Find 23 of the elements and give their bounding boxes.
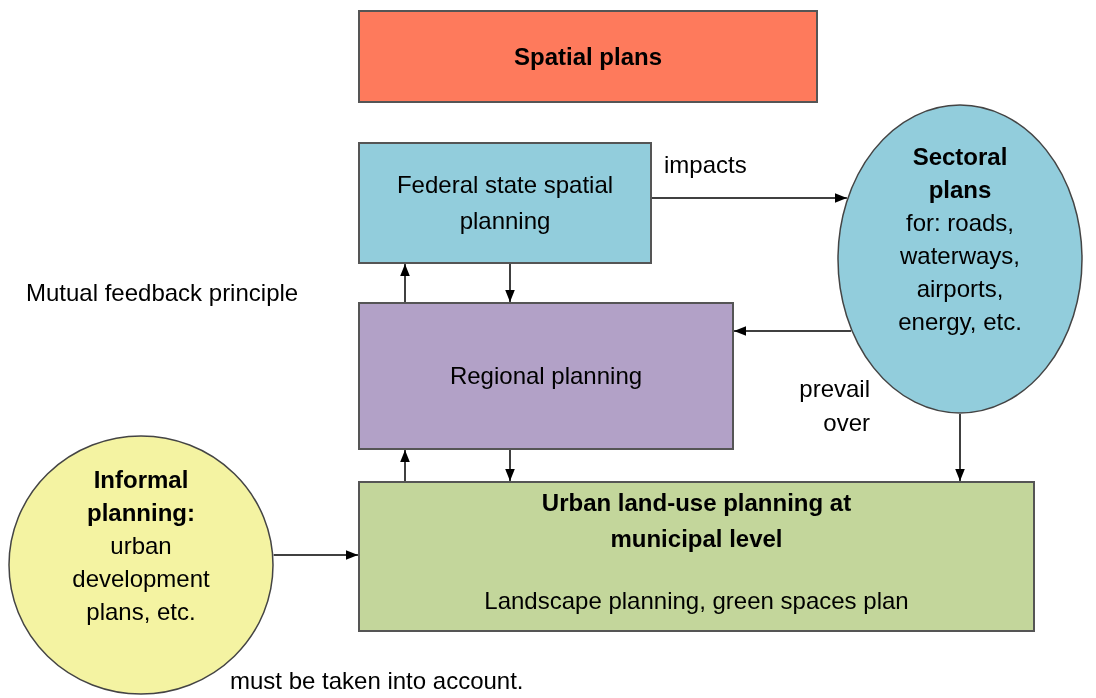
process-box: [358, 142, 652, 264]
note-text: prevail over: [798, 374, 870, 438]
arrow: [651, 193, 848, 203]
process-box: [358, 10, 818, 103]
node-text: urban development plans, etc.: [71, 530, 211, 627]
process-box: [358, 481, 1035, 632]
process-box: [358, 302, 734, 450]
arrow: [400, 449, 410, 482]
node-text: Landscape planning, green spaces plan: [484, 586, 909, 616]
arrow: [272, 550, 359, 560]
node-title: Regional planning: [449, 361, 643, 391]
arrow: [505, 263, 515, 303]
arrow: [733, 326, 852, 336]
arrow: [400, 263, 410, 303]
node-title: Informal planning:: [86, 464, 196, 528]
arrow: [955, 413, 965, 482]
node-text: for: roads, waterways, airports, energy, etc.: [897, 208, 1023, 337]
note-text: Mutual feedback principle: [26, 278, 300, 308]
arrow: [505, 449, 515, 482]
node-title: Spatial plans: [513, 41, 662, 72]
note-text: must be taken into account.: [230, 666, 525, 696]
node-title: Urban land-use planning at municipal level: [540, 488, 853, 554]
node-title: Federal state spatial planning: [395, 170, 615, 236]
